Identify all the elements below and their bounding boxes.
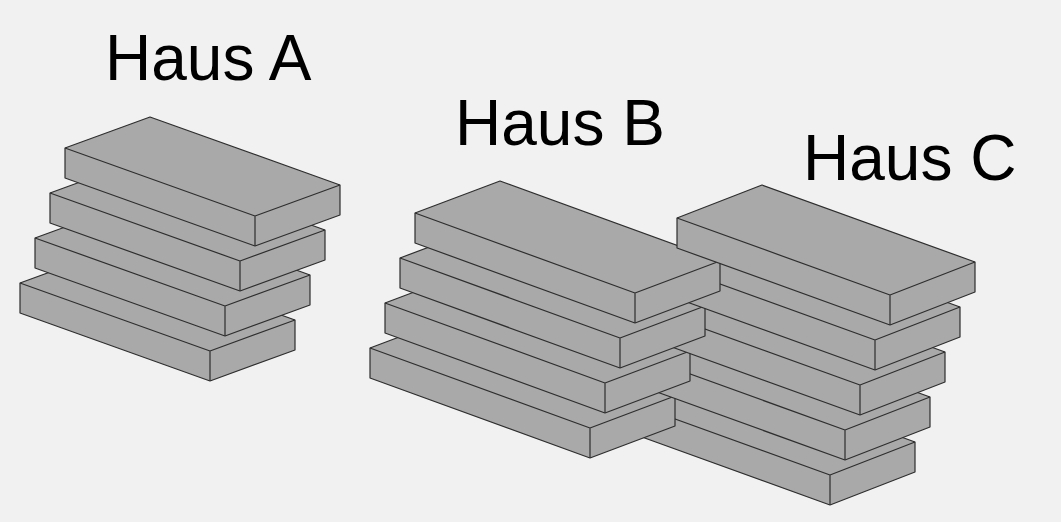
slab bbox=[415, 181, 720, 323]
house-label: Haus C bbox=[803, 126, 1016, 190]
house-label: Haus B bbox=[455, 91, 665, 155]
slab bbox=[677, 185, 975, 325]
house-label: Haus A bbox=[105, 26, 311, 90]
slab bbox=[65, 117, 340, 246]
